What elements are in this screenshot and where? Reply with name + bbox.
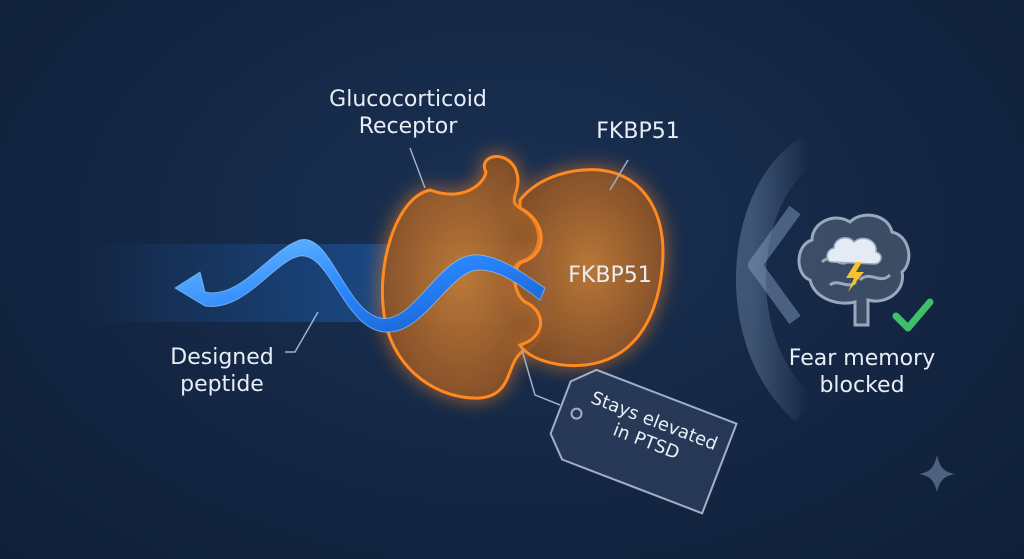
receptor-label-line1: Glucocorticoid: [329, 87, 487, 112]
receptor-label-line2: Receptor: [358, 114, 458, 139]
sparkle-icon: [919, 455, 955, 492]
tag-icon: [549, 368, 738, 515]
background-arc: [736, 136, 819, 422]
storm-cloud-icon: [826, 237, 882, 265]
tag-string: [521, 349, 561, 406]
fkbp51-inner-label-text: FKBP51: [568, 263, 652, 288]
fkbp51-outer-label-text: FKBP51: [596, 119, 680, 144]
fkbp-leader-line: [609, 159, 629, 191]
fkbp51-inner-label: FKBP51: [560, 262, 660, 289]
designed-peptide-label: Designed peptide: [162, 344, 282, 398]
fear-label-line1: Fear memory: [788, 346, 936, 371]
lightning-icon: [846, 262, 864, 292]
receptor-leader-line: [409, 147, 426, 189]
check-icon: [892, 298, 934, 332]
peptide-label-line1: Designed: [170, 345, 274, 370]
fear-memory-label: Fear memory blocked: [782, 345, 942, 399]
fkbp51-shape: [513, 168, 665, 368]
fear-label-line2: blocked: [819, 373, 905, 398]
designed-peptide-ribbon: [174, 239, 546, 333]
peptide-leader-line: [285, 311, 319, 353]
glucocorticoid-receptor-label: Glucocorticoid Receptor: [318, 86, 498, 140]
peptide-label-line2: peptide: [180, 372, 264, 397]
fkbp51-outer-label: FKBP51: [588, 118, 688, 145]
chevron-left-icon: [748, 205, 801, 325]
